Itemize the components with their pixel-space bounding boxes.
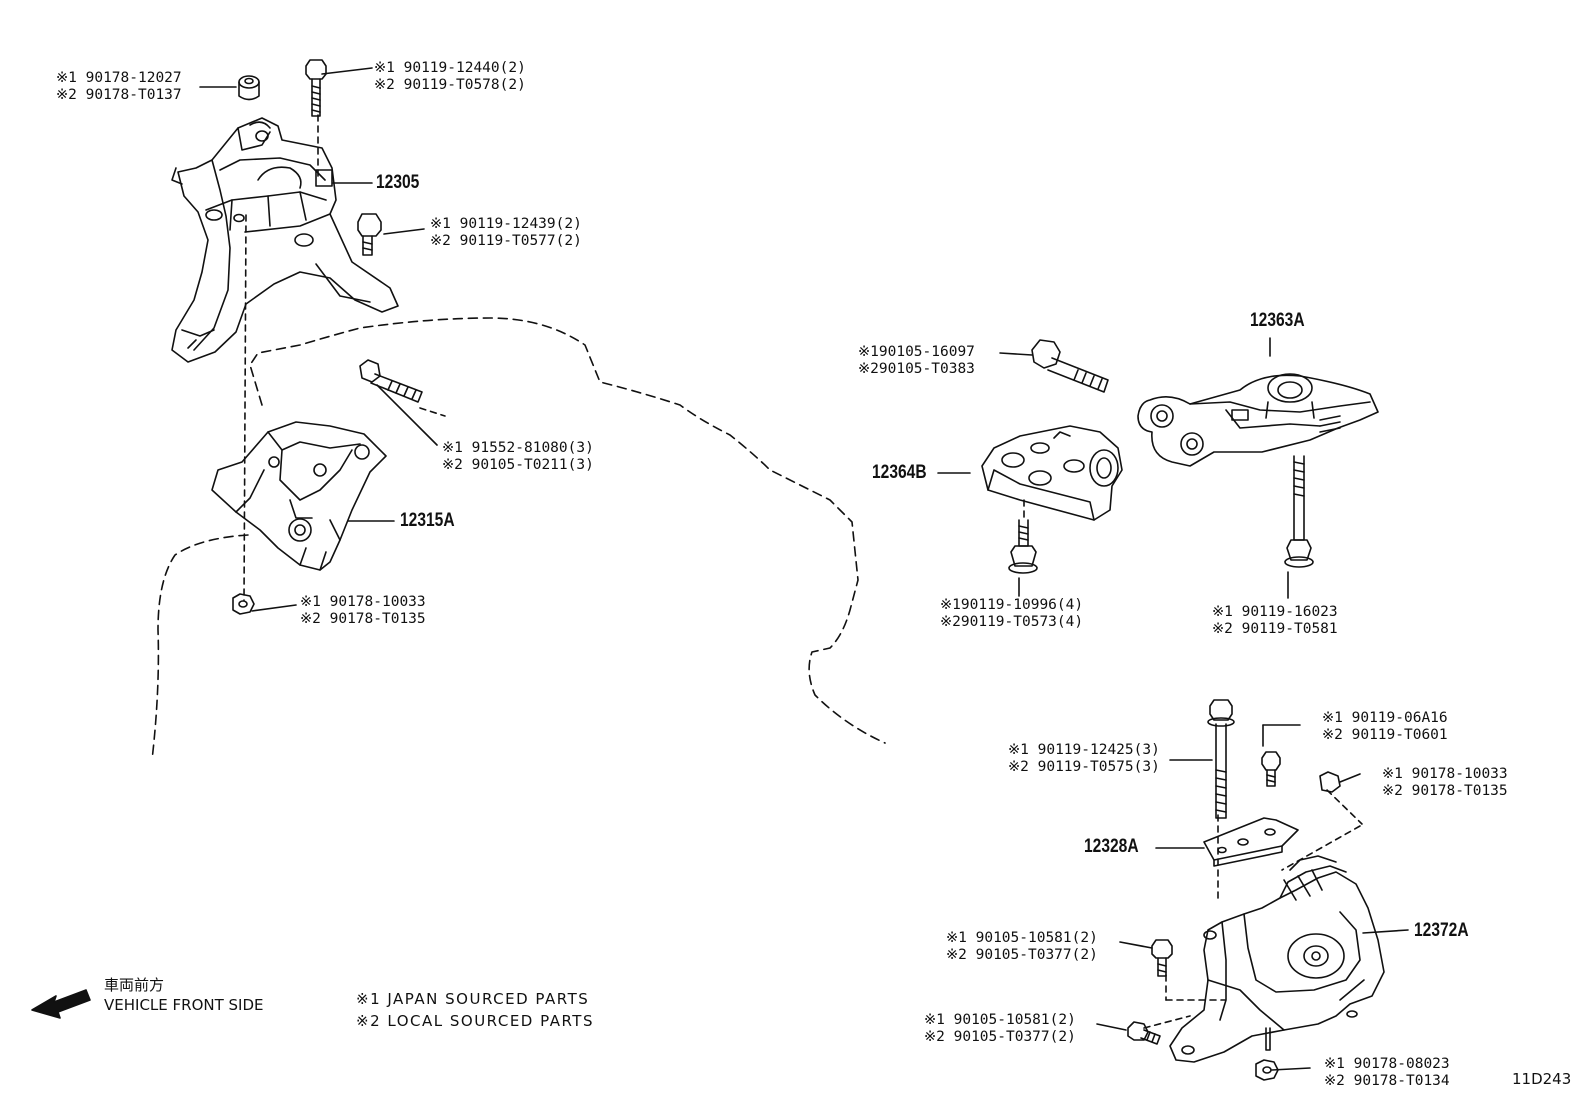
callout-line-japan: ※1 91552-81080(3) — [442, 440, 594, 456]
callout-90178-08023: ※1 90178-08023※2 90178-T0134 — [1324, 1056, 1450, 1090]
nut-90178-10033-left — [233, 594, 254, 614]
legend-local-sourced: ※2 LOCAL SOURCED PARTS — [356, 1012, 594, 1030]
callout-line-japan: ※1 90178-10033 — [300, 594, 426, 610]
callout-line-japan: ※1 90105-10581(2) — [924, 1012, 1076, 1028]
engine-outline — [250, 318, 885, 743]
callout-90178-10033-left: ※1 90178-10033※2 90178-T0135 — [300, 594, 426, 628]
front-direction-arrow-icon — [32, 990, 90, 1018]
bolt-90119-12425 — [1208, 700, 1234, 818]
callout-line-japan: ※1 90178-08023 — [1324, 1056, 1450, 1072]
bolt-90105-10581-a — [1152, 940, 1172, 976]
nut-90178-12027 — [239, 76, 259, 100]
callout-90119-12425: ※1 90119-12425(3)※2 90119-T0575(3) — [1008, 742, 1160, 776]
plate-12328A — [1204, 818, 1298, 866]
callout-line-local: ※2 90119-T0581 — [1212, 621, 1338, 637]
callout-line-japan: ※1 90119-12439(2) — [430, 216, 582, 232]
callout-line-local: ※2 90119-T0601 — [1322, 727, 1448, 743]
callout-line-local: ※2 90178-T0137 — [56, 87, 182, 103]
callout-line-local: ※2 90119-T0577(2) — [430, 233, 582, 249]
part-number-12305: 12305 — [376, 172, 420, 193]
callout-line-local: ※2 90105-T0377(2) — [946, 947, 1098, 963]
bolt-90119-12439 — [358, 214, 381, 255]
callout-90119-12439: ※1 90119-12439(2)※2 90119-T0577(2) — [430, 216, 582, 250]
callout-line-local: ※290119-T0573(4) — [940, 614, 1084, 630]
callout-line-japan: ※1 90119-06A16 — [1322, 710, 1448, 726]
callout-90119-10996: ※190119-10996(4)※290119-T0573(4) — [940, 597, 1083, 631]
callout-90105-10581-b: ※1 90105-10581(2)※2 90105-T0377(2) — [924, 1012, 1076, 1046]
callout-line-local: ※2 90105-T0377(2) — [924, 1029, 1076, 1045]
callout-line-japan: ※1 90119-12440(2) — [374, 60, 526, 76]
callout-line-local: ※2 90178-T0135 — [300, 611, 426, 627]
part-number-12364B: 12364B — [872, 462, 927, 483]
callout-line-japan: ※1 90119-12425(3) — [1008, 742, 1160, 758]
diagram-code: 11D243 — [1512, 1070, 1572, 1088]
callout-91552-81080: ※1 91552-81080(3)※2 90105-T0211(3) — [442, 440, 594, 474]
mount-bracket-12305 — [172, 118, 398, 362]
callout-90178-12027: ※1 90178-12027※2 90178-T0137 — [56, 70, 182, 104]
legend-japan-sourced: ※1 JAPAN SOURCED PARTS — [356, 990, 590, 1008]
bracket-12364B — [982, 426, 1122, 520]
mount-bracket-12315A — [212, 422, 386, 570]
torque-rod-12363A — [1138, 374, 1378, 466]
callout-line-japan: ※190119-10996(4) — [940, 597, 1084, 613]
bolt-90119-10996 — [1009, 520, 1037, 573]
bolt-90119-16023 — [1285, 456, 1313, 567]
callout-line-japan: ※1 90105-10581(2) — [946, 930, 1098, 946]
part-number-12372A: 12372A — [1414, 920, 1469, 941]
callout-line-local: ※290105-T0383 — [858, 361, 975, 377]
callout-90119-16023: ※1 90119-16023※2 90119-T0581 — [1212, 604, 1338, 638]
callout-line-japan: ※1 90119-16023 — [1212, 604, 1338, 620]
vehicle-front-label-jp: 車両前方 — [104, 976, 165, 994]
engine-outline-left — [152, 535, 248, 760]
callout-line-local: ※2 90119-T0578(2) — [374, 77, 526, 93]
transmission-mount-12372A — [1170, 856, 1384, 1062]
part-number-12328A: 12328A — [1084, 836, 1139, 857]
nut-90178-08023 — [1256, 1060, 1278, 1080]
callout-90119-06A16: ※1 90119-06A16※2 90119-T0601 — [1322, 710, 1448, 744]
callout-line-local: ※2 90178-T0134 — [1324, 1073, 1450, 1089]
callout-line-local: ※2 90119-T0575(3) — [1008, 759, 1160, 775]
callout-90105-16097: ※190105-16097※290105-T0383 — [858, 344, 975, 378]
callout-line-japan: ※1 90178-10033 — [1382, 766, 1508, 782]
callout-90119-12440: ※1 90119-12440(2)※2 90119-T0578(2) — [374, 60, 526, 94]
bolt-91552-81080 — [360, 360, 422, 402]
nut-90178-10033-right — [1320, 772, 1340, 792]
callout-line-japan: ※190105-16097 — [858, 344, 975, 360]
bolt-90105-16097 — [1032, 340, 1108, 392]
bolt-90119-12440 — [306, 60, 326, 116]
bolt-90119-06A16 — [1262, 752, 1280, 786]
callout-90178-10033-right: ※1 90178-10033※2 90178-T0135 — [1382, 766, 1508, 800]
callout-90105-10581-a: ※1 90105-10581(2)※2 90105-T0377(2) — [946, 930, 1098, 964]
callout-line-local: ※2 90105-T0211(3) — [442, 457, 594, 473]
vehicle-front-label-en: VEHICLE FRONT SIDE — [104, 996, 264, 1014]
bolt-90105-10581-b — [1128, 1022, 1160, 1044]
callout-line-local: ※2 90178-T0135 — [1382, 783, 1508, 799]
part-number-12315A: 12315A — [400, 510, 455, 531]
part-number-12363A: 12363A — [1250, 310, 1305, 331]
callout-line-japan: ※1 90178-12027 — [56, 70, 182, 86]
